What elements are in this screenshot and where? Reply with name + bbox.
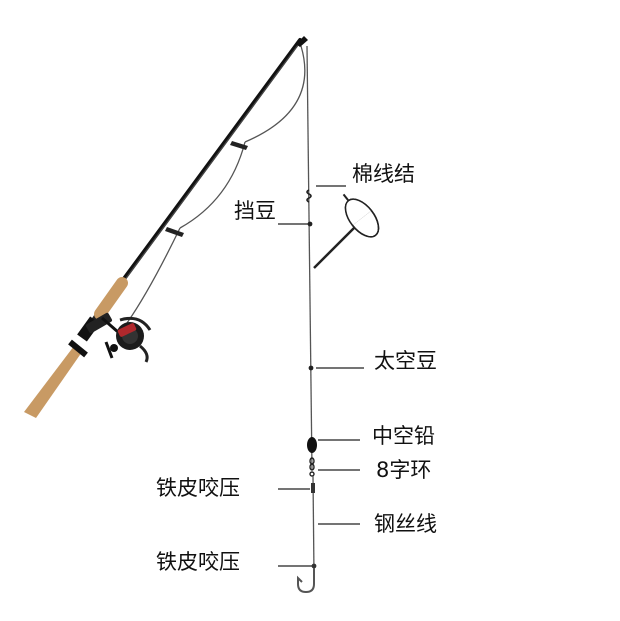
label-crimp-lower: 铁皮咬压 <box>156 550 240 574</box>
label-bean-stopper: 挡豆 <box>234 199 276 223</box>
label-crimp-upper: 铁皮咬压 <box>156 476 240 500</box>
hollow-sinker-marker <box>307 437 317 453</box>
label-hollow-sinker: 中空铅 <box>372 424 435 448</box>
label-swivel: 8字环 <box>376 458 432 482</box>
fishing-rod-icon <box>24 36 308 418</box>
label-leader-lines <box>278 185 364 567</box>
crimp-upper-marker <box>311 483 315 493</box>
crimp-lower-marker <box>311 563 317 569</box>
fish-hook-icon <box>297 568 315 594</box>
bean-stopper-marker <box>307 221 313 227</box>
cotton-knot-marker <box>306 189 312 203</box>
label-wire-leader: 钢丝线 <box>374 512 437 536</box>
label-cotton-knot: 棉线结 <box>352 162 415 186</box>
label-space-bean: 太空豆 <box>374 349 437 373</box>
spinning-reel-icon <box>85 312 152 363</box>
space-bean-marker <box>308 365 314 371</box>
swivel-marker <box>309 457 315 477</box>
main-line <box>306 45 313 471</box>
rod-line-through-guides <box>126 45 306 324</box>
float-bobber-icon <box>313 193 380 269</box>
